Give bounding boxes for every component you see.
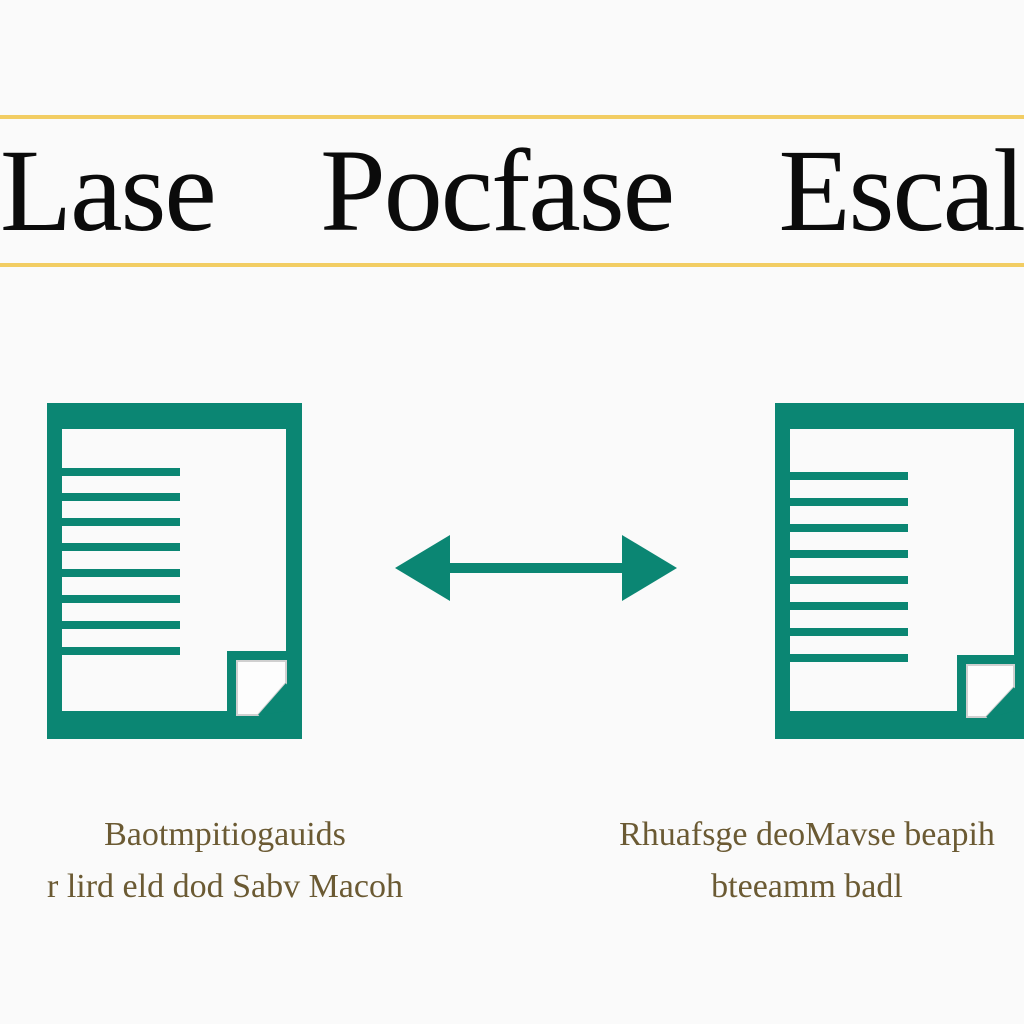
right-caption: Rhuafsge deoMavse beapih bteeamm badl xyxy=(590,809,1024,913)
left-caption-line-2: r lird eld dod Sabv Macoh xyxy=(47,868,403,905)
right-document-icon xyxy=(775,403,1024,739)
right-caption-line-2: bteeamm badl xyxy=(711,868,903,905)
left-caption: Baotmpitiogauids r lird eld dod Sabv Mac… xyxy=(0,809,450,913)
page-title: Lase Pocfase Escal xyxy=(0,123,1024,259)
title-word-1: Lase xyxy=(0,125,217,256)
title-bottom-rule xyxy=(0,263,1024,267)
left-caption-line-1: Baotmpitiogauids xyxy=(104,816,346,853)
title-word-3: Escal xyxy=(778,125,1024,256)
title-banner: Lase Pocfase Escal xyxy=(0,115,1024,267)
right-caption-line-1: Rhuafsge deoMavse beapih xyxy=(619,816,995,853)
exchange-arrow-icon xyxy=(395,535,677,601)
title-word-2: Pocfase xyxy=(320,125,675,256)
title-top-rule xyxy=(0,115,1024,119)
left-document-icon xyxy=(47,403,302,739)
